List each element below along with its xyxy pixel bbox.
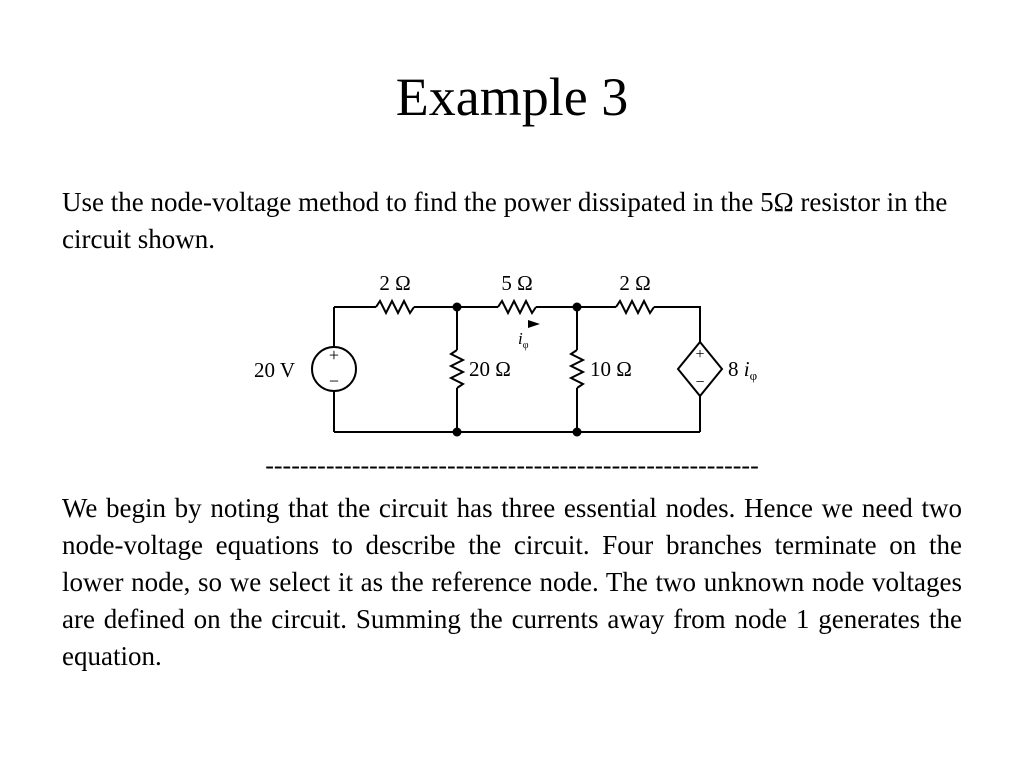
- node-1-dot: [452, 302, 462, 312]
- resistor-2ohm-right: [615, 298, 655, 316]
- resistor-5ohm-label: 5 Ω: [501, 271, 532, 295]
- resistor-2ohm-right-label: 2 Ω: [619, 271, 650, 295]
- resistor-5ohm: [497, 298, 537, 316]
- dep-source-plus-sign: +: [695, 346, 704, 363]
- problem-statement: Use the node-voltage method to find the …: [62, 187, 948, 254]
- resistor-10ohm: [568, 349, 586, 389]
- resistor-2ohm-left-label: 2 Ω: [379, 271, 410, 295]
- resistor-10ohm-label: 10 Ω: [590, 357, 632, 381]
- resistor-2ohm-left: [375, 298, 415, 316]
- circuit-diagram: 2 Ω 5 Ω 2 Ω 20 V + − 20 Ω 10 Ω + − 8 iφ …: [254, 271, 757, 437]
- divider-line: ----------------------------------------…: [265, 451, 759, 480]
- solution-text: We begin by noting that the circuit has …: [62, 493, 962, 671]
- resistor-20ohm-label: 20 Ω: [469, 357, 511, 381]
- bottom-node-dot-1: [452, 427, 462, 437]
- dep-source-minus-sign: −: [695, 374, 704, 391]
- bottom-node-dot-2: [572, 427, 582, 437]
- source-minus-sign: −: [329, 371, 339, 391]
- dep-source-label: 8 iφ: [728, 357, 757, 383]
- voltage-source-label: 20 V: [254, 358, 295, 382]
- slide-title: Example 3: [395, 67, 629, 127]
- top-wire-right: [654, 306, 701, 342]
- resistor-20ohm: [448, 349, 466, 389]
- source-plus-sign: +: [329, 345, 339, 365]
- current-arrow-icon: [528, 320, 540, 328]
- top-wire-left: [333, 306, 376, 347]
- node-2-dot: [572, 302, 582, 312]
- current-label: iφ: [518, 329, 529, 351]
